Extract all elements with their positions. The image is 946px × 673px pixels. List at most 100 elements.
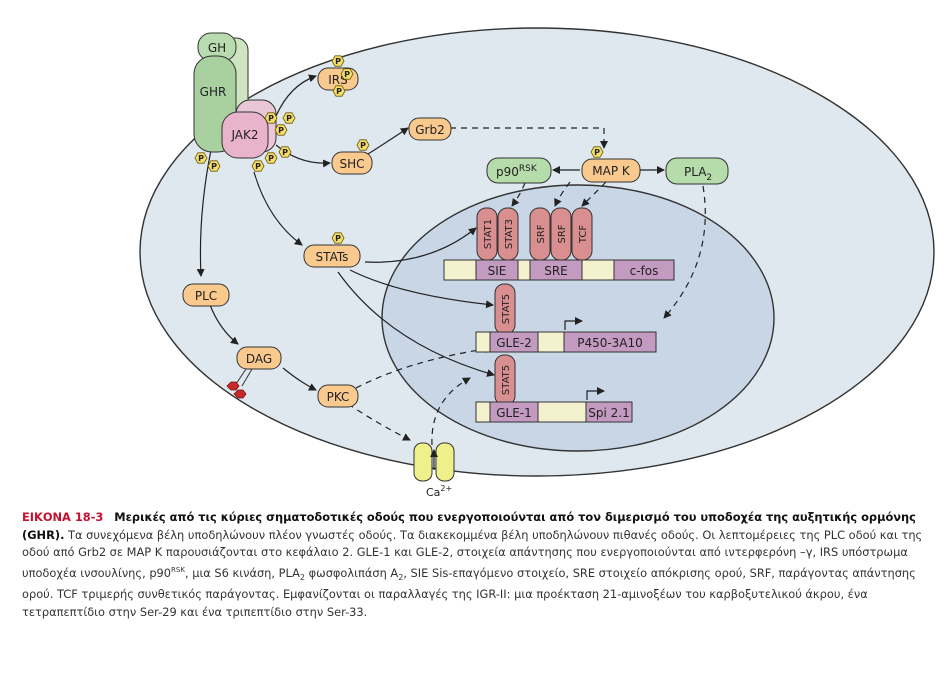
arrow-stats-stat5b	[337, 271, 495, 377]
dag-lipid-1	[226, 381, 240, 391]
svg-text:SRF: SRF	[557, 224, 568, 243]
transcription-factors: STAT1 STAT3 SRF SRF TCF STAT5 STAT5	[476, 207, 593, 406]
arrow-pkc-ca	[347, 403, 411, 441]
svg-text:Spi 2.1: Spi 2.1	[588, 406, 629, 420]
svg-text:Ca2+: Ca2+	[426, 484, 452, 499]
svg-text:PKC: PKC	[327, 390, 350, 404]
svg-text:STAT1: STAT1	[483, 219, 494, 249]
phosphate-icon: P	[194, 152, 208, 164]
plc-node: PLC	[182, 283, 230, 307]
svg-text:P: P	[336, 87, 342, 96]
svg-text:STAT3: STAT3	[504, 219, 515, 249]
svg-text:STAT5: STAT5	[501, 294, 512, 324]
dashed-arrows	[347, 127, 706, 446]
transcription-arrows	[564, 317, 605, 400]
jak2-kinase	[221, 111, 269, 159]
arrow-grb2-mapk	[450, 127, 608, 149]
caption-text-3: φωσφολιπάση A	[305, 565, 399, 580]
svg-text:P: P	[278, 126, 284, 135]
svg-text:P: P	[286, 114, 292, 123]
svg-text:P: P	[198, 154, 204, 163]
figure-label: ΕΙΚΟΝΑ 18-3	[22, 510, 104, 524]
arrow-stats-stat1	[364, 227, 477, 263]
svg-text:PLC: PLC	[195, 289, 217, 303]
arrow-stats-stat5a	[349, 269, 494, 309]
svg-text:P: P	[335, 57, 341, 66]
caption-sub-pla2: 2	[299, 572, 306, 582]
pkc-node: PKC	[317, 384, 359, 408]
figure-title: Μερικές από τις κύριες σηματοδοτικές οδο…	[22, 510, 916, 542]
caption-text-4: , SIE Sis-επαγόμενο στοιχείο, SRE στοιχε…	[22, 565, 916, 620]
svg-text:P: P	[594, 148, 600, 157]
svg-text:P: P	[255, 162, 261, 171]
gh-label: GH	[208, 41, 226, 55]
svg-text:SRE: SRE	[544, 264, 568, 278]
caption-sup-rsk: RSK	[171, 565, 185, 574]
gene-spi21: GLE-1 Spi 2.1	[475, 401, 633, 423]
dag-node: DAG	[236, 346, 282, 370]
diagram-svg: GH GHR JAK2 IRS SHC Grb2 p90RSK MAP K PL…	[139, 27, 935, 499]
phosphate-icon: P	[356, 139, 370, 151]
arrow-p90-stat3	[511, 182, 526, 207]
phosphate-icon: P	[332, 85, 346, 97]
arrow-pkc-stat5	[355, 345, 493, 389]
phosphate-icon: P	[331, 232, 345, 244]
arrow-mapk-tcf	[581, 181, 607, 207]
svg-text:STATs: STATs	[316, 250, 349, 264]
caption-text-1: Τα συνεχόμενα βέλη υποδηλώνουν πλέον γνω…	[22, 527, 923, 580]
svg-text:SRF: SRF	[536, 224, 547, 243]
phosphate-icon: P	[282, 112, 296, 124]
arrow-jak2-stats	[253, 171, 303, 246]
svg-text:MAP K: MAP K	[592, 164, 631, 178]
svg-text:P: P	[360, 141, 366, 150]
phosphate-icon: P	[207, 160, 221, 172]
svg-text:STAT5: STAT5	[501, 365, 512, 395]
arrow-jak2-shc	[275, 144, 331, 168]
ghr-label: GHR	[200, 85, 227, 99]
solid-arrows	[196, 74, 665, 391]
svg-text:GLE-2: GLE-2	[496, 336, 532, 350]
arrow-dag-pkc	[282, 367, 317, 391]
gene-c-fos: SIE SRE c-fos	[443, 259, 675, 281]
signaling-diagram: GH GHR JAK2 IRS SHC Grb2 p90RSK MAP K PL…	[139, 27, 935, 499]
svg-text:P: P	[335, 234, 341, 243]
svg-text:P450-3A10: P450-3A10	[577, 336, 643, 350]
phosphate-icon: P	[274, 124, 288, 136]
pla2-node: PLA2	[665, 157, 729, 185]
svg-text:SIE: SIE	[488, 264, 507, 278]
phosphate-icon: P	[278, 146, 292, 158]
svg-text:P: P	[211, 162, 217, 171]
svg-text:Grb2: Grb2	[415, 123, 444, 137]
jak2-label: JAK2	[230, 128, 258, 142]
phosphate-icon: P	[340, 68, 354, 80]
arrow-mapk-srf	[554, 181, 571, 207]
p90rsk-node: p90RSK	[486, 157, 552, 184]
svg-text:P: P	[282, 148, 288, 157]
svg-text:P: P	[268, 114, 274, 123]
arrow-ghr-plc	[196, 149, 212, 277]
svg-text:TCF: TCF	[578, 225, 589, 245]
svg-text:c-fos: c-fos	[630, 264, 659, 278]
gene-p450: GLE-2 P450-3A10	[475, 331, 657, 353]
figure-caption: ΕΙΚΟΝΑ 18-3 Μερικές από τις κύριες σηματ…	[22, 509, 927, 622]
receptor-complex: GH GHR JAK2	[193, 32, 277, 159]
dag-lipid-2	[233, 389, 247, 399]
dag-membrane-link	[226, 368, 253, 399]
phosphate-icon: P	[264, 152, 278, 164]
arrow-plc-dag	[209, 304, 239, 345]
svg-text:PLA2: PLA2	[684, 165, 712, 183]
caption-sub-a2: 2	[398, 572, 404, 582]
svg-text:P: P	[268, 154, 274, 163]
svg-text:GLE-1: GLE-1	[496, 406, 532, 420]
svg-text:p90RSK: p90RSK	[496, 164, 538, 179]
svg-text:P: P	[344, 70, 350, 79]
grb2-node: Grb2	[408, 117, 452, 141]
phosphate-icon: P	[331, 55, 345, 67]
caption-text-2: , μια S6 κινάση, PLA	[184, 565, 300, 580]
shc-node: SHC	[331, 151, 373, 175]
arrow-jak2-irs	[275, 74, 317, 117]
calcium-channel: Ca2+	[413, 442, 455, 499]
stats-node: STATs	[303, 244, 361, 268]
phosphate-icon: P	[590, 146, 604, 158]
